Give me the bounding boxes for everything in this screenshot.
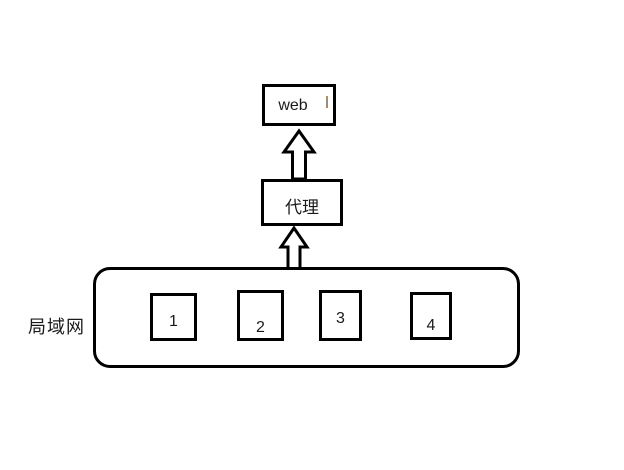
text-cursor-icon [326, 96, 328, 108]
up-arrow-proxy-to-web [281, 128, 317, 181]
client-node-3-label: 3 [336, 310, 345, 327]
client-node-1-label: 1 [169, 313, 178, 330]
client-node-4-label: 4 [426, 317, 436, 334]
client-node-1: 1 [150, 293, 197, 341]
proxy-node-label: 代理 [285, 198, 319, 217]
proxy-node: 代理 [261, 179, 343, 226]
web-node-label: web [278, 97, 308, 114]
client-node-2-label: 2 [256, 319, 265, 336]
up-arrow-lan-to-proxy [278, 225, 310, 272]
client-node-3: 3 [319, 290, 362, 341]
client-node-2: 2 [237, 290, 284, 341]
client-node-4: 4 [410, 292, 452, 340]
lan-label: 局域网 [28, 317, 85, 337]
web-node: web [262, 84, 336, 126]
